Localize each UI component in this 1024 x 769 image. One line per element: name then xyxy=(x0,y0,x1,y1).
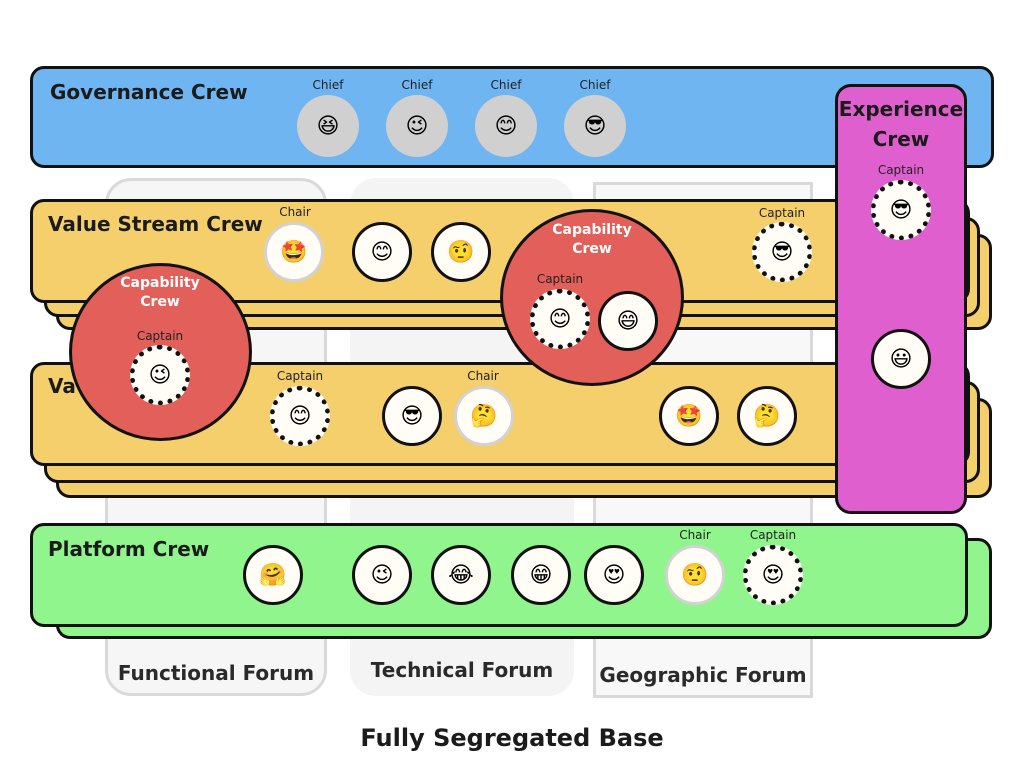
captain-label: Captain xyxy=(536,272,584,286)
captain-label: Captain xyxy=(758,206,806,220)
platform-member-avatar: 😍 xyxy=(743,545,803,605)
governance-crew-title: Governance Crew xyxy=(50,80,248,104)
captain-label: Captain xyxy=(136,329,184,343)
governance-member-avatar: 😆 xyxy=(297,95,359,157)
captain-label: Captain xyxy=(877,163,925,177)
value-stream-member-avatar: 😎 xyxy=(752,222,812,282)
governance-member-avatar: 😎 xyxy=(564,95,626,157)
capability-member-avatar: 😊 xyxy=(530,289,590,349)
experience-member-avatar: 😃 xyxy=(871,329,931,389)
capability-member-avatar: 😉 xyxy=(130,345,190,405)
capability-crew-circle xyxy=(500,209,684,386)
value-stream-member-avatar: 😊 xyxy=(352,222,412,282)
diagram-title: Fully Segregated Base xyxy=(360,724,664,752)
capability-member-avatar: 😄 xyxy=(598,291,658,351)
value-stream-2-member-avatar: 😊 xyxy=(270,386,330,446)
governance-member-avatar: 😉 xyxy=(386,95,448,157)
value-stream-crew-title: Value Stream Crew xyxy=(48,212,263,236)
chief-label: Chief xyxy=(490,78,522,92)
experience-crew-band xyxy=(835,84,967,514)
experience-member-avatar: 😎 xyxy=(871,180,931,240)
chair-label: Chair xyxy=(467,369,499,383)
experience-crew-title: Crew xyxy=(872,127,930,151)
value-stream-member-avatar: 🤨 xyxy=(431,222,491,282)
geographic-forum-label: Geographic Forum xyxy=(599,663,807,687)
value-stream-2-member-avatar: 😎 xyxy=(382,386,442,446)
captain-label: Captain xyxy=(749,528,797,542)
captain-label: Captain xyxy=(276,369,324,383)
technical-forum-label: Technical Forum xyxy=(370,658,554,682)
capability-crew-title: Capability xyxy=(120,275,200,291)
capability-crew-title: Capability xyxy=(552,222,632,238)
chief-label: Chief xyxy=(312,78,344,92)
platform-member-avatar: 😍 xyxy=(584,545,644,605)
value-stream-crew-2-title: Va xyxy=(48,374,76,398)
value-stream-2-member-avatar: 🤩 xyxy=(659,386,719,446)
chief-label: Chief xyxy=(579,78,611,92)
chair-label: Chair xyxy=(279,205,311,219)
platform-member-avatar: 😁 xyxy=(511,545,571,605)
value-stream-2-member-avatar: 🤔 xyxy=(454,386,514,446)
chair-label: Chair xyxy=(679,528,711,542)
platform-member-avatar: 🤨 xyxy=(665,545,725,605)
platform-member-avatar: 🤗 xyxy=(243,545,303,605)
platform-member-avatar: 😉 xyxy=(352,545,412,605)
platform-member-avatar: 😂 xyxy=(431,545,491,605)
chief-label: Chief xyxy=(401,78,433,92)
value-stream-2-member-avatar: 🤔 xyxy=(737,386,797,446)
experience-crew-title: Experience xyxy=(838,97,964,121)
platform-crew-title: Platform Crew xyxy=(48,537,210,561)
capability-crew-title: Crew xyxy=(572,241,612,257)
governance-member-avatar: 😊 xyxy=(475,95,537,157)
functional-forum-label: Functional Forum xyxy=(117,661,315,685)
value-stream-member-avatar: 🤩 xyxy=(264,222,324,282)
capability-crew-title: Crew xyxy=(140,294,180,310)
